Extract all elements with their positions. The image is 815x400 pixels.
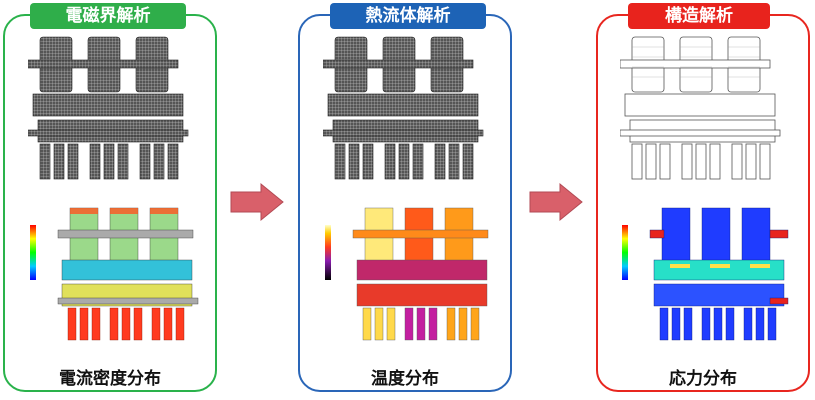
- mesh-model-1: [28, 36, 189, 180]
- temperature-caption: 温度分布: [371, 369, 439, 389]
- color-legend: [30, 225, 36, 280]
- current-density-result: [30, 207, 199, 341]
- color-legend: [622, 225, 628, 280]
- mesh-model-3: [620, 36, 781, 180]
- temperature-result: [325, 207, 489, 341]
- flow-arrow-2: [529, 182, 583, 222]
- current-density-caption: 電流密度分布: [59, 369, 161, 389]
- stress-result: [622, 207, 789, 341]
- color-legend: [325, 225, 331, 280]
- thermal-fluid-title: 熱流体解析: [330, 3, 486, 29]
- flow-arrow-1: [230, 182, 284, 222]
- mesh-model-2: [323, 36, 484, 180]
- structural-title: 構造解析: [628, 3, 770, 29]
- stress-caption: 応力分布: [669, 369, 737, 389]
- electromagnetic-title: 電磁界解析: [30, 3, 186, 29]
